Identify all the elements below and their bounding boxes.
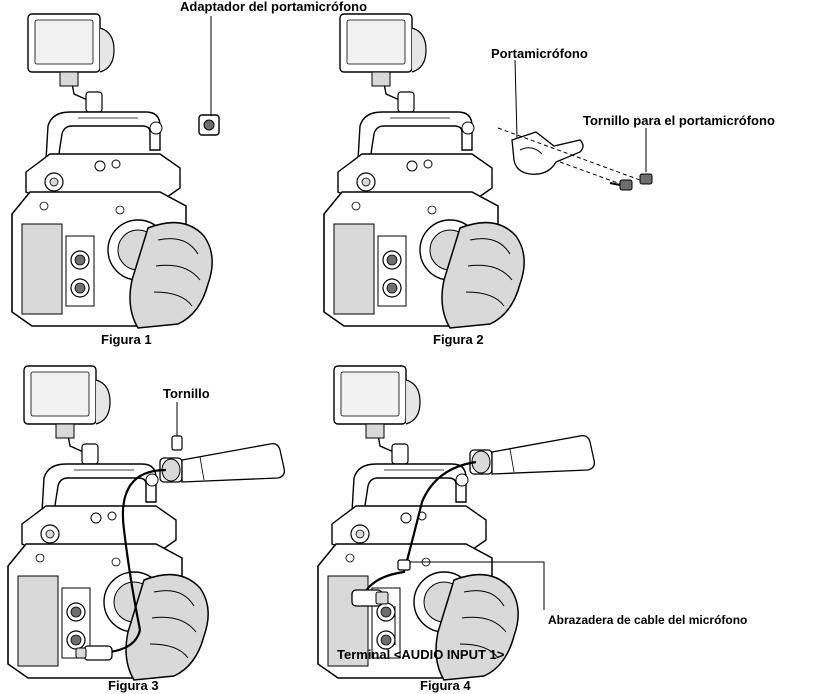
- clamp-leader-line: [410, 561, 545, 610]
- mic-holder: [511, 131, 584, 175]
- holder-screw: [171, 435, 183, 451]
- xlr-plugged: [351, 589, 389, 607]
- figure-4-drawing: [317, 365, 596, 681]
- figure-1-drawing: [11, 13, 220, 329]
- figure-4-caption: Figura 4: [420, 678, 471, 693]
- xlr-plug: [75, 645, 113, 661]
- figure-2-drawing: [323, 13, 653, 329]
- figure-2-caption: Figura 2: [433, 332, 484, 347]
- holder-leader-line: [514, 59, 518, 139]
- callout-mic-holder-adapter: Adaptador del portamicrófono: [180, 0, 368, 14]
- cable-clamp: [397, 559, 411, 571]
- callout-mic-holder: Portamicrófono: [491, 46, 588, 61]
- callout-audio-input-terminal: Terminal <AUDIO INPUT 1>: [337, 647, 505, 662]
- screw-2: [639, 128, 653, 185]
- callout-cable-clamp: Abrazadera de cable del micrófono: [548, 613, 748, 627]
- figure-3-drawing: [7, 365, 286, 681]
- mic-cable: [109, 468, 167, 654]
- figure-1-caption: Figura 1: [101, 332, 152, 347]
- figure-3-caption: Figura 3: [108, 678, 159, 693]
- mic-cable-routed: [363, 460, 477, 595]
- callout-mic-holder-screw: Tornillo para el portamicrófono: [583, 113, 775, 128]
- screw-1: [609, 179, 633, 191]
- callout-screw: Tornillo: [163, 386, 210, 401]
